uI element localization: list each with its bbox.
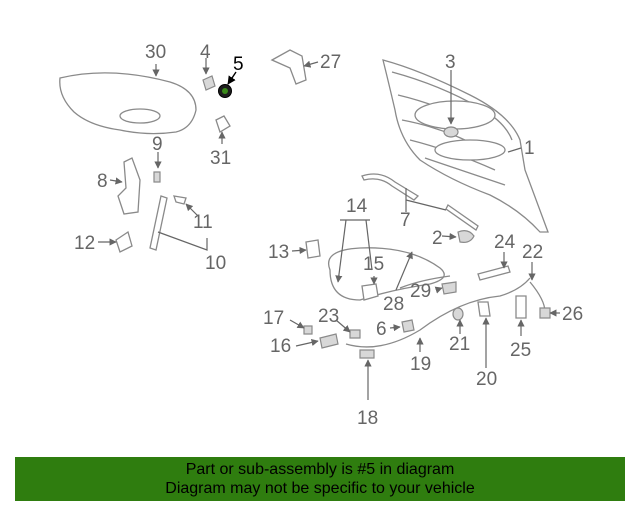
- callout-31[interactable]: 31: [210, 148, 231, 169]
- callout-22[interactable]: 22: [522, 242, 543, 263]
- part-20-bracket: [477, 301, 491, 317]
- callout-28[interactable]: 28: [383, 294, 404, 315]
- callout-15[interactable]: 15: [363, 254, 384, 275]
- callout-4[interactable]: 4: [200, 42, 211, 63]
- part-5-buffer: [218, 84, 232, 98]
- part-1-hood: [382, 59, 549, 233]
- part-9-fastener: [153, 171, 161, 183]
- part-26-clip: [539, 307, 551, 319]
- callout-2[interactable]: 2: [432, 228, 443, 249]
- part-15-latch-assembly: [361, 283, 379, 301]
- part-4-bumper-stop: [202, 75, 216, 91]
- part-7-seal: [361, 173, 479, 231]
- callout-1[interactable]: 1: [524, 138, 535, 159]
- part-29-clip: [441, 281, 457, 295]
- callout-11[interactable]: 11: [193, 212, 213, 233]
- callout-14[interactable]: 14: [346, 196, 368, 217]
- callout-5-highlighted[interactable]: 5: [233, 54, 244, 75]
- parts-diagram: 1 2 3 4 5 6 7 8 9 10 11 12 13 14 15 16 1…: [59, 42, 583, 429]
- callout-30[interactable]: 30: [145, 42, 166, 63]
- callout-7[interactable]: 7: [400, 210, 411, 231]
- callout-27[interactable]: 27: [320, 52, 341, 73]
- part-18-release: [359, 349, 375, 359]
- part-31-clip: [215, 115, 231, 133]
- callout-9[interactable]: 9: [152, 134, 163, 155]
- part-21-grommet: [452, 307, 464, 321]
- part-8-hinge: [117, 157, 141, 215]
- callout-26[interactable]: 26: [562, 304, 583, 325]
- part-27-hinge: [270, 49, 307, 85]
- part-10-strut: [149, 195, 168, 251]
- callout-19[interactable]: 19: [410, 354, 431, 375]
- part-24-striker: [477, 265, 511, 281]
- callout-23[interactable]: 23: [318, 306, 339, 327]
- callout-13[interactable]: 13: [268, 242, 289, 263]
- info-banner: Part or sub-assembly is #5 in diagram Di…: [15, 457, 625, 501]
- callout-20[interactable]: 20: [476, 369, 497, 390]
- callout-6[interactable]: 6: [376, 319, 387, 340]
- callout-18[interactable]: 18: [357, 408, 378, 429]
- callout-29[interactable]: 29: [410, 281, 431, 302]
- banner-line-disclaimer: Diagram may not be specific to your vehi…: [165, 480, 475, 497]
- callout-16[interactable]: 16: [270, 336, 291, 357]
- callout-17[interactable]: 17: [263, 308, 284, 329]
- banner-line-part-number: Part or sub-assembly is #5 in diagram: [185, 461, 455, 478]
- part-11-bracket: [173, 195, 187, 205]
- callout-24[interactable]: 24: [494, 232, 516, 253]
- part-13-latch: [305, 239, 321, 259]
- part-28-cable-guide: [399, 275, 451, 289]
- part-30-insulator: [59, 72, 197, 135]
- part-16-handle: [319, 333, 339, 349]
- leader-lines: [98, 58, 560, 400]
- callout-3[interactable]: 3: [445, 52, 456, 73]
- callout-8[interactable]: 8: [97, 171, 108, 192]
- callout-12[interactable]: 12: [74, 233, 95, 254]
- part-12-bracket: [115, 230, 133, 253]
- part-23-clip: [349, 329, 361, 339]
- part-17-clip: [303, 325, 313, 335]
- part-25-rod: [515, 295, 527, 319]
- part-2-bumper: [457, 230, 475, 243]
- part-6-clip: [401, 319, 415, 333]
- callout-10[interactable]: 10: [205, 253, 226, 274]
- part-14-cable: [328, 247, 445, 301]
- callout-labels: 1 2 3 4 5 6 7 8 9 10 11 12 13 14 15 16 1…: [74, 42, 583, 429]
- part-3-emblem: [443, 126, 459, 138]
- callout-21[interactable]: 21: [449, 334, 470, 355]
- callout-25[interactable]: 25: [510, 340, 531, 361]
